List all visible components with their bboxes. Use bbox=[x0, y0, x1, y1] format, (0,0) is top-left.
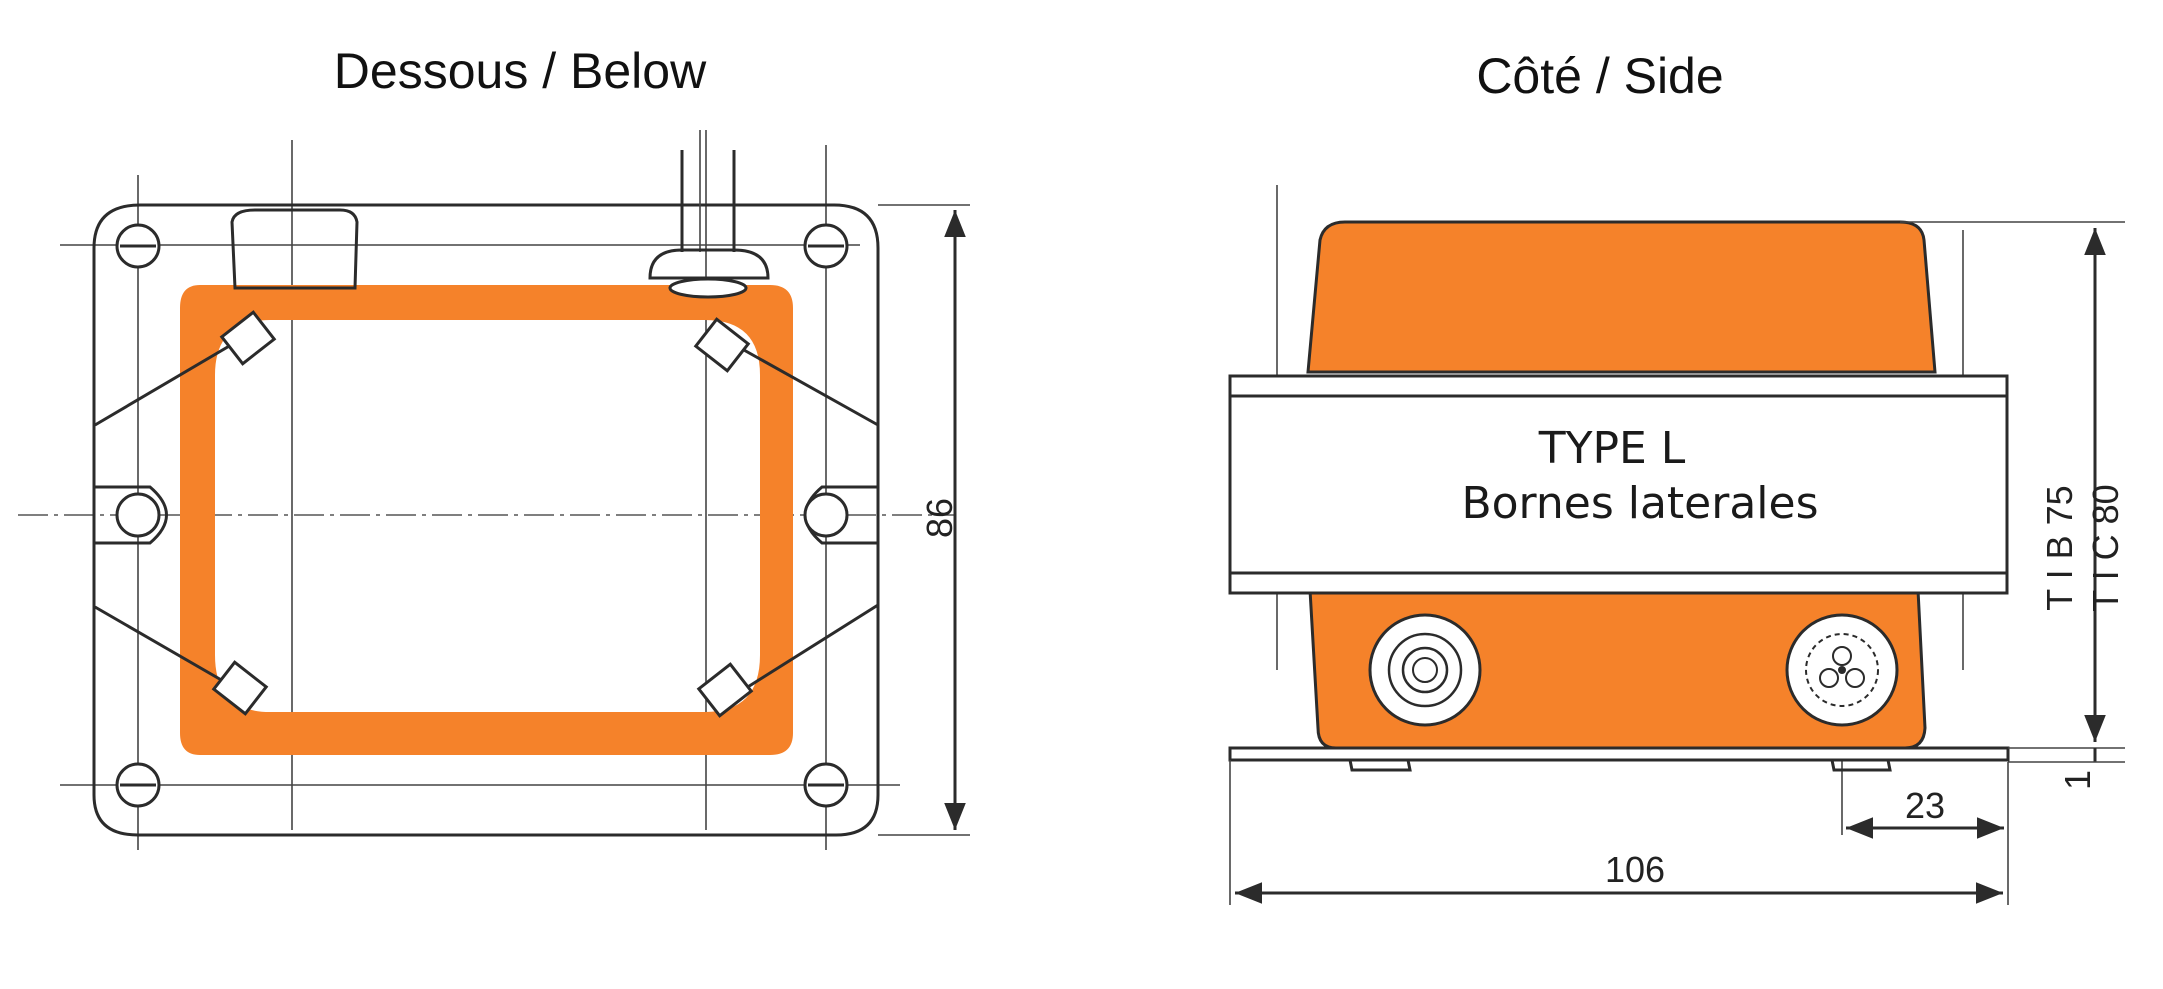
below-view-title: Dessous / Below bbox=[334, 43, 707, 99]
side-height-dimension: T I B 75 T I C 80 bbox=[1900, 221, 2126, 749]
screw-bottom-right bbox=[803, 762, 849, 808]
cable-grommet bbox=[648, 130, 770, 299]
screw-top-left bbox=[115, 223, 161, 269]
upper-coil bbox=[1306, 220, 1937, 374]
corner-screws bbox=[115, 223, 849, 808]
foot-left bbox=[1348, 759, 1412, 772]
screw-bottom-left bbox=[115, 762, 161, 808]
clamp-block-bottom-left bbox=[211, 660, 269, 716]
below-view: Dessous / Below bbox=[18, 43, 970, 850]
side-view-title: Côté / Side bbox=[1476, 48, 1723, 104]
type-label: TYPE L bbox=[1538, 423, 1686, 474]
orange-frame bbox=[180, 285, 793, 755]
mounting-base bbox=[1228, 746, 2010, 762]
terminal-screw-icon bbox=[1819, 646, 1865, 688]
core-band bbox=[1228, 374, 2009, 595]
below-height-label: 86 bbox=[919, 498, 960, 538]
side-width-label: 106 bbox=[1605, 849, 1665, 890]
clamp-block-top-right bbox=[693, 317, 751, 373]
terminal-left bbox=[1368, 613, 1482, 727]
clamp-block-bottom-right bbox=[696, 662, 754, 718]
base-thickness-dimension: 1 bbox=[2008, 748, 2125, 790]
side-height-label-tib: T I B 75 bbox=[2039, 485, 2080, 610]
side-mount-left bbox=[94, 485, 168, 545]
clamp-lines bbox=[94, 333, 879, 697]
terminal-offset-dimension: 23 bbox=[1846, 762, 2009, 840]
side-mount-right bbox=[803, 485, 878, 545]
side-width-dimension: 106 bbox=[1229, 760, 2009, 905]
side-height-label-tic: T I C 80 bbox=[2085, 484, 2126, 611]
clamp-block-top-left bbox=[219, 310, 277, 366]
base-thickness-label: 1 bbox=[2057, 770, 2098, 790]
side-view: Côté / Side TYPE L Bornes laterales bbox=[1228, 48, 2126, 905]
base-plate bbox=[92, 203, 880, 837]
terminals-label: Bornes laterales bbox=[1461, 478, 1818, 529]
below-height-dimension: 86 bbox=[878, 204, 970, 836]
screw-top-right bbox=[803, 223, 849, 269]
foot-right bbox=[1830, 759, 1892, 772]
rubber-foot bbox=[230, 208, 359, 290]
terminal-offset-label: 23 bbox=[1905, 785, 1945, 826]
terminal-right bbox=[1785, 613, 1899, 727]
